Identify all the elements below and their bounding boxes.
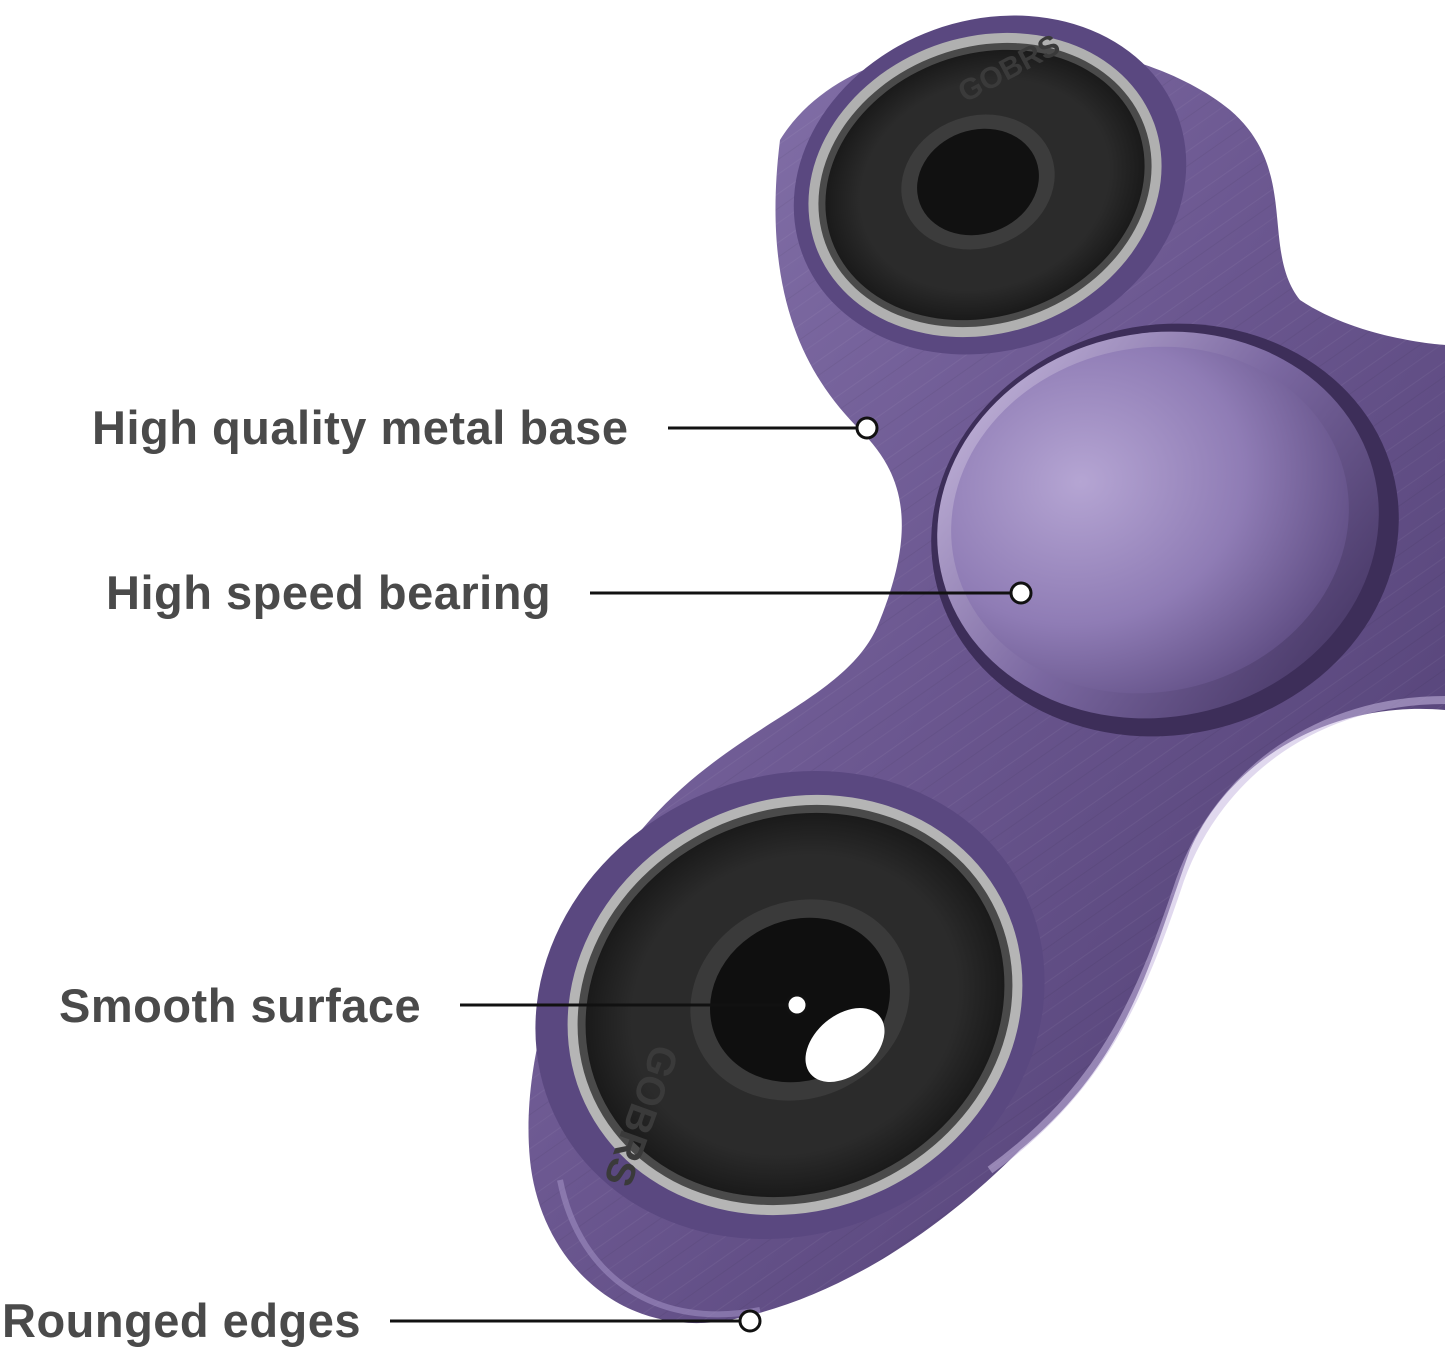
leader-metal-base xyxy=(668,416,879,440)
marker-dot xyxy=(855,416,879,440)
top-bearing: GOBRS xyxy=(793,15,1187,355)
leader-surface xyxy=(460,993,809,1017)
center-cap xyxy=(931,323,1399,737)
callout-leaders xyxy=(390,416,1033,1333)
callout-label-surface: Smooth surface xyxy=(59,979,422,1032)
leader-edges xyxy=(390,1309,762,1333)
leader-bearing xyxy=(590,581,1033,605)
marker-dot xyxy=(785,993,809,1017)
marker-dot xyxy=(1009,581,1033,605)
callout-label-edges: Rounged edges xyxy=(2,1294,362,1347)
callout-label-metal-base: High quality metal base xyxy=(92,401,629,454)
marker-dot xyxy=(738,1309,762,1333)
callout-label-bearing: High speed bearing xyxy=(106,566,552,619)
